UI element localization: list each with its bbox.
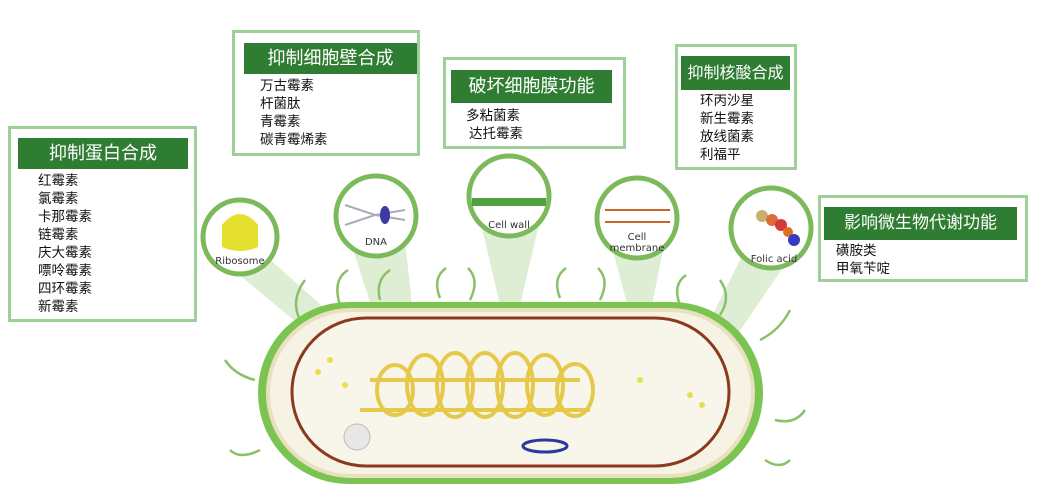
dna-loop [360,351,595,419]
drug-item: 红霉素 [38,173,79,189]
drug-item: 杆菌肽 [260,96,301,112]
drug-item: 环丙沙星 [700,93,754,109]
group-title: 抑制蛋白合成 [18,138,188,169]
folic-acid-icon [756,210,800,246]
drug-item: 磺胺类 [836,243,877,259]
drug-item: 氯霉素 [38,191,79,207]
flagella [223,266,807,467]
group-title: 抑制核酸合成 [681,56,790,90]
group-items: 红霉素氯霉素卡那霉素链霉素庆大霉素嘌呤霉素四环霉素新霉素 [38,172,92,316]
drug-item: 青霉素 [260,114,301,130]
drug-item: 四环霉素 [38,281,92,297]
drug-item: 放线菌素 [700,129,754,145]
dna-icon [344,204,406,226]
cell-membrane-label-1: Cell [627,232,647,243]
group-items: 环丙沙星新生霉素放线菌素利福平 [700,92,754,164]
ribosome-label: Ribosome [215,256,265,267]
group-items: 多粘菌素达托霉素 [466,107,523,143]
ribosome-icon [222,214,258,251]
drug-item: 多粘菌素 [466,108,520,124]
drug-item: 新生霉素 [700,111,754,127]
dna-label: DNA [364,237,388,248]
cell-membrane-label-2: membrane [609,243,665,254]
drug-item: 庆大霉素 [38,245,92,261]
group-title: 影响微生物代谢功能 [824,207,1017,240]
drug-item: 万古霉素 [260,78,314,94]
cell-membrane [290,316,731,468]
drug-item: 新霉素 [38,299,79,315]
cell-wall-label: Cell wall [488,220,530,231]
group-items: 万古霉素杆菌肽青霉素碳青霉烯素 [260,77,328,149]
folic-acid-label: Folic acid [750,254,798,265]
group-items: 磺胺类甲氧苄啶 [836,242,890,278]
plasmid [521,438,569,454]
cell-membrane-icon [605,209,670,223]
group-title: 破坏细胞膜功能 [451,70,612,103]
drug-item: 链霉素 [38,227,79,243]
drug-item: 利福平 [700,147,741,163]
drug-item: 甲氧苄啶 [836,261,890,277]
drug-item: 达托霉素 [469,126,523,142]
cell-wall-icon [472,198,546,206]
vesicle [343,423,371,451]
group-title: 抑制细胞壁合成 [244,43,417,74]
drug-item: 嘌呤霉素 [38,263,92,279]
target-circles [200,153,814,277]
drug-item: 碳青霉烯素 [260,132,328,148]
drug-item: 卡那霉素 [38,209,92,225]
